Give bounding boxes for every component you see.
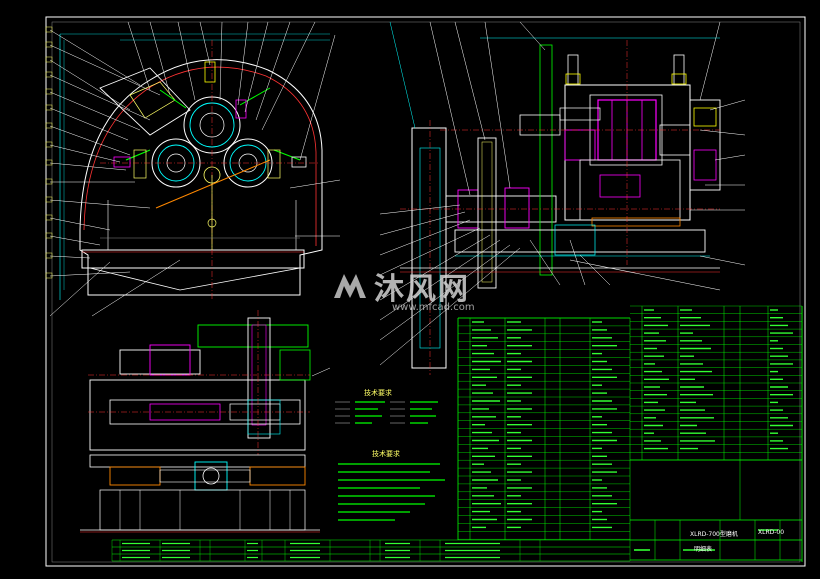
parts-list-title: 明细表 [694,546,713,553]
roller-side-view [45,21,341,317]
drawing-inner-frame [51,21,801,563]
watermark-name: 沐风网 [374,272,470,307]
watermark: 沐风网 www.mfcad.com [330,262,500,322]
watermark-url: www.mfcad.com [392,302,475,313]
watermark-logo-icon [334,274,366,298]
front-section-view [379,21,746,375]
tech-notes-title: 技术要求 [364,389,392,397]
drawing-frame [45,16,806,567]
plan-view [80,310,331,533]
parts-list-table [457,305,803,562]
tech-requirements-title: 技术要求 [372,450,400,458]
bottom-strip-table [111,539,631,562]
drawing-code: XLRD-00 [758,529,785,536]
legend-and-notes [335,401,445,521]
drawing-name: XLRD-700型磨机 [690,531,738,538]
